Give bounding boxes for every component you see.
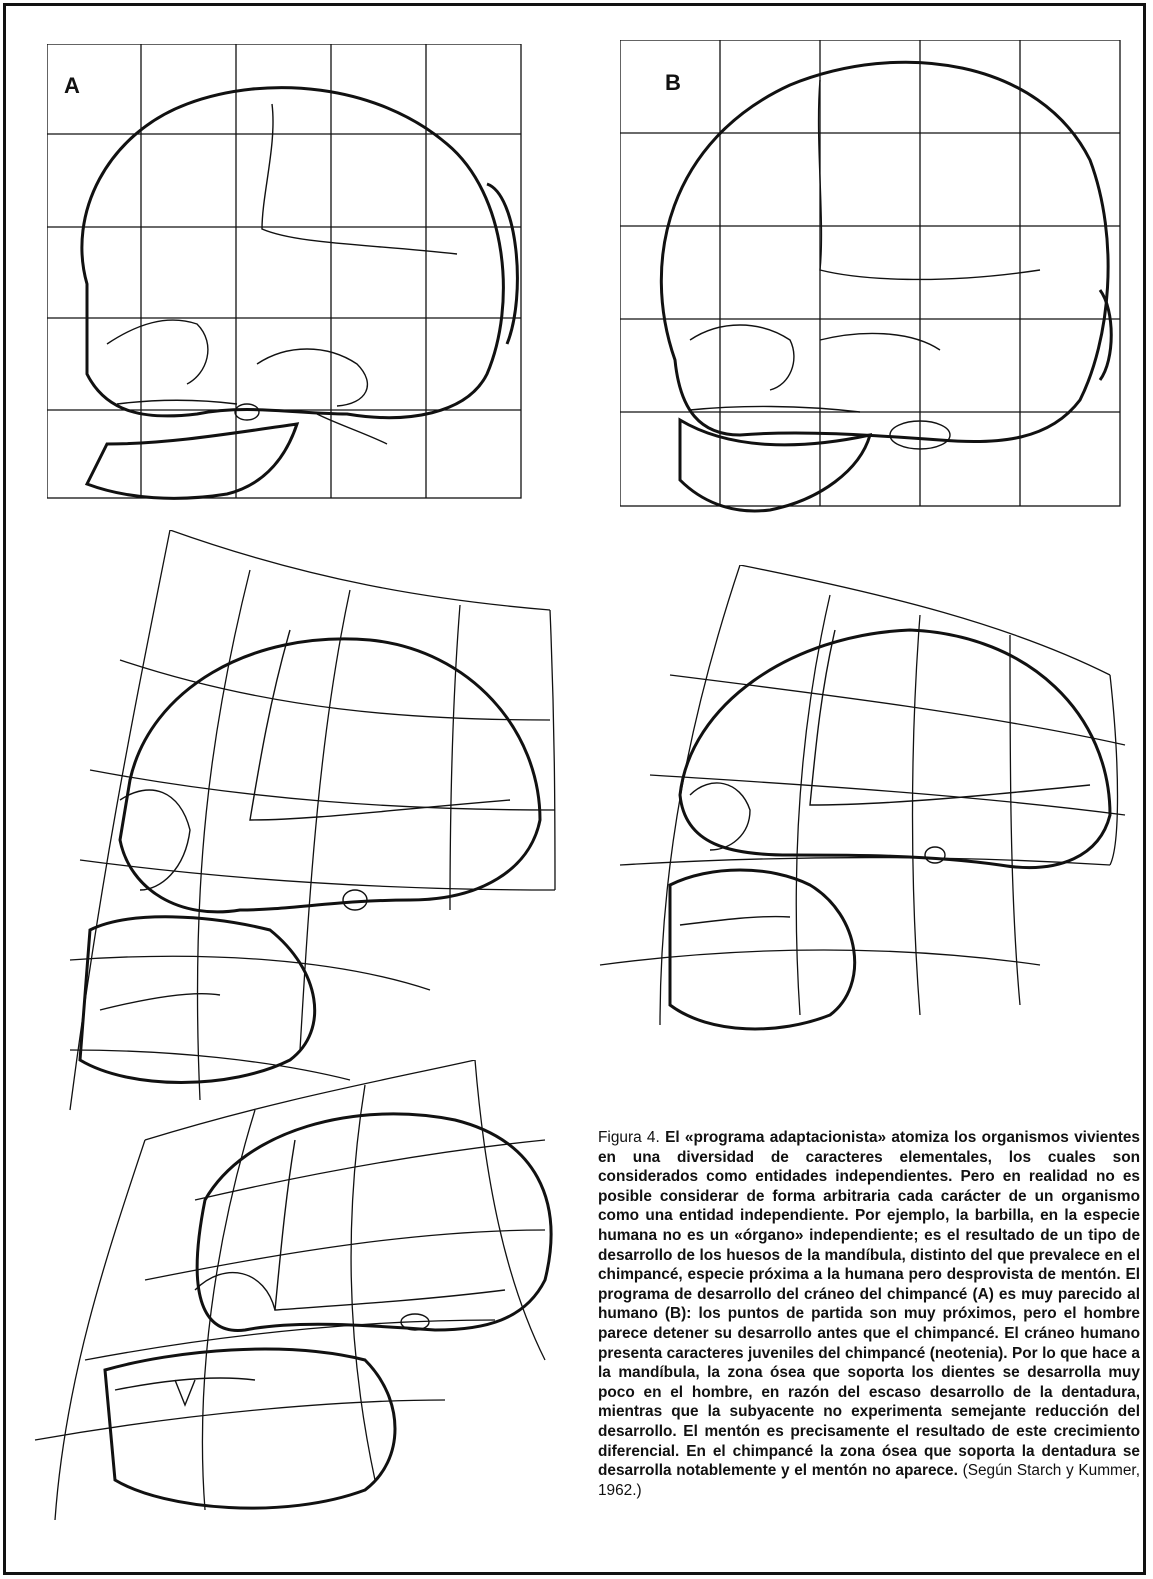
panel-human-transformed-drawing <box>590 565 1130 1045</box>
figure-caption: Figura 4. El «programa adaptacionista» a… <box>598 1128 1140 1500</box>
panel-b-label: B <box>665 70 681 96</box>
panel-human-transformed-detail <box>680 630 1090 925</box>
panel-chimp-transformed <box>10 530 570 1120</box>
panel-b-drawing <box>620 40 1125 525</box>
panel-adult-chimp <box>25 1060 585 1530</box>
panel-a <box>47 44 527 514</box>
panel-b <box>620 40 1125 525</box>
panel-b-skull-detail <box>690 80 1040 449</box>
panel-adult-chimp-skull <box>105 1114 551 1508</box>
panel-human-transformed-skull <box>670 630 1110 1029</box>
panel-adult-chimp-detail <box>115 1140 505 1405</box>
panel-adult-chimp-drawing <box>25 1060 585 1530</box>
panel-a-drawing <box>47 44 527 514</box>
panel-a-grid <box>47 44 521 498</box>
panel-chimp-transformed-drawing <box>10 530 570 1120</box>
panel-a-label: A <box>64 73 80 99</box>
caption-body: El «programa adaptacionista» atomiza los… <box>598 1129 1140 1479</box>
panel-a-skull-outline <box>82 88 518 499</box>
panel-b-skull-outline <box>661 62 1111 511</box>
panel-a-skull-detail <box>107 104 457 444</box>
panel-human-transformed <box>590 565 1130 1045</box>
caption-lead: Figura 4. <box>598 1129 660 1146</box>
panel-chimp-transformed-detail <box>100 630 510 1010</box>
